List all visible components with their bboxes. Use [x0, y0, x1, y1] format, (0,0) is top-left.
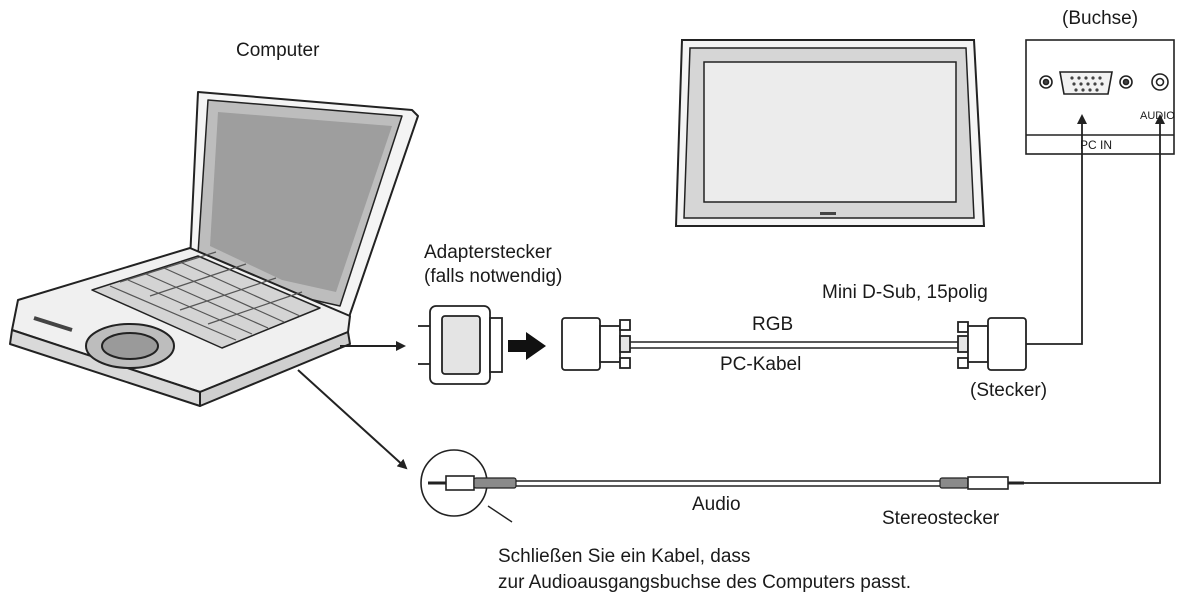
- label-pc-cable: PC-Kabel: [720, 354, 802, 375]
- label-computer: Computer: [236, 40, 320, 61]
- label-note-line2: zur Audioausgangsbuchse des Computers pa…: [498, 572, 911, 593]
- label-audio-port: AUDIO: [1140, 110, 1175, 122]
- adapter-plug-illustration: [418, 305, 503, 385]
- label-mini-dsub: Mini D-Sub, 15polig: [822, 282, 988, 303]
- vga-connection-line: [1026, 114, 1087, 345]
- laptop-illustration: [9, 91, 419, 407]
- arrow-to-audio: [297, 369, 408, 470]
- pc-cable: [630, 341, 958, 349]
- label-audio-cable: Audio: [692, 494, 741, 515]
- label-plug: (Stecker): [970, 380, 1048, 401]
- label-rgb: RGB: [752, 314, 794, 335]
- bold-arrow-icon: [508, 332, 546, 360]
- vga-plug-right: [957, 317, 1027, 371]
- label-adapter-line1: Adapterstecker: [424, 242, 552, 263]
- audio-cable: [420, 449, 1024, 523]
- audio-connection-line: [1024, 114, 1165, 484]
- label-note-line1: Schließen Sie ein Kabel, dass: [498, 546, 751, 567]
- jack-panel: [1025, 39, 1175, 155]
- label-pc-in: PC IN: [1080, 138, 1113, 152]
- label-adapter-line2: (falls notwendig): [424, 266, 563, 287]
- vga-plug-left: [561, 317, 631, 371]
- display-illustration: [674, 39, 986, 227]
- label-jack: (Buchse): [1062, 8, 1139, 29]
- label-stereo-plug: Stereostecker: [882, 508, 1000, 529]
